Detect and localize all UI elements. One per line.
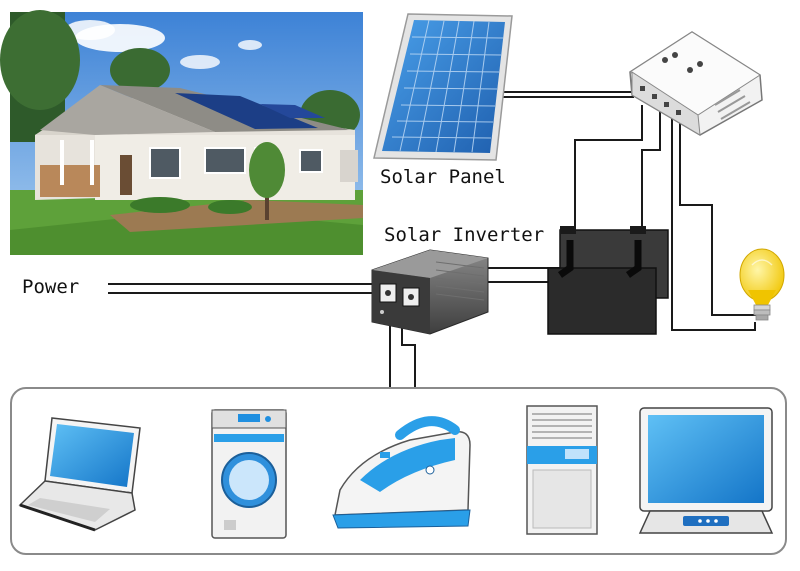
solar-panel-icon (374, 14, 512, 160)
charge-controller-icon (630, 32, 762, 135)
power-label: Power (22, 276, 79, 298)
solar-inverter-label: Solar Inverter (384, 224, 544, 246)
light-bulb-icon (740, 249, 784, 320)
house-with-rooftop-solar-photo (0, 10, 363, 255)
solar-panel-label: Solar Panel (380, 166, 506, 188)
appliances-panel (10, 387, 787, 555)
battery-icon (548, 226, 668, 334)
solar-inverter-icon (372, 250, 488, 334)
